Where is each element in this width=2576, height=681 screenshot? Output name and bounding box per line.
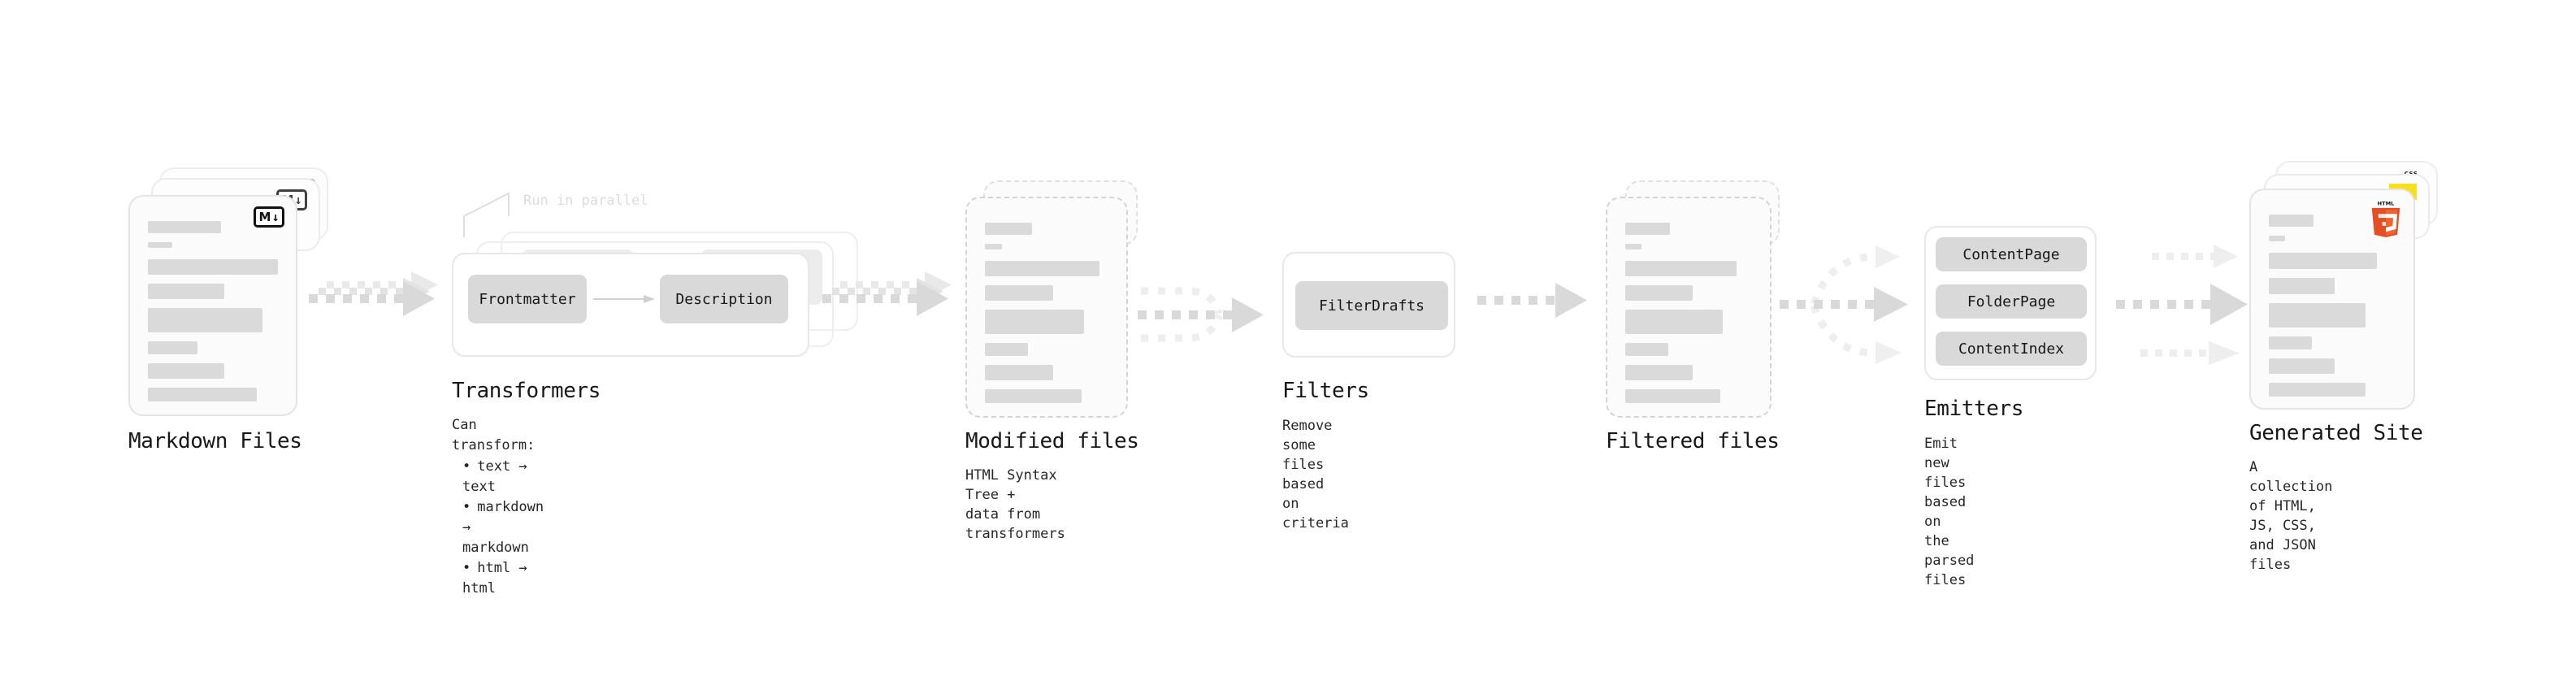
emitters-chip-contentindex[interactable]: ContentIndex (1936, 332, 2087, 366)
emitters-panel: ContentPage FolderPage ContentIndex (1924, 226, 2097, 380)
emitters-chip-folderpage[interactable]: FolderPage (1936, 284, 2087, 319)
modified-placeholder-lines (985, 223, 1108, 412)
filtered-files-title: Filtered files (1606, 429, 1780, 453)
generated-site-title: Generated Site (2249, 421, 2423, 445)
transformers-chip-frontmatter[interactable]: Frontmatter (468, 275, 587, 323)
svg-text:HTML: HTML (2378, 201, 2395, 207)
markdown-placeholder-lines (148, 221, 278, 410)
transformers-title: Transformers (452, 379, 601, 403)
transformers-bullet-item: markdown → markdown (462, 497, 544, 558)
emitters-title: Emitters (1924, 397, 2024, 421)
transformers-inner-arrow (593, 295, 655, 303)
connector-filters-to-filtered (1477, 283, 1587, 318)
connector-transformers-to-modified (822, 271, 952, 316)
connector-markdown-to-transformers (309, 271, 438, 316)
filters-subtitle: Remove some files based on criteria (1282, 418, 1349, 531)
filters-chip-filterdrafts[interactable]: FilterDrafts (1295, 281, 1448, 330)
site-card-front: HTML (2249, 189, 2415, 410)
modified-card-front (965, 197, 1128, 418)
modified-files-subtitle: HTML Syntax Tree + data from transformer… (965, 467, 1065, 542)
markdown-card-front: M↓ (128, 195, 297, 416)
filters-panel: FilterDrafts (1282, 252, 1455, 358)
modified-files-title: Modified files (965, 429, 1139, 453)
transformers-bullets-head: Can transform: (452, 417, 536, 453)
connector-filtered-to-emitters (1780, 245, 1908, 364)
filtered-placeholder-lines (1625, 223, 1752, 412)
generated-site-subtitle: A collection of HTML, JS, CSS, and JSON … (2249, 459, 2333, 573)
html5-icon: HTML (2368, 200, 2404, 237)
connector-emitters-to-site (2116, 245, 2248, 365)
connector-modified-to-filters (1138, 287, 1264, 342)
filters-title: Filters (1282, 379, 1369, 403)
markdown-icon: M↓ (254, 206, 284, 228)
transformers-bullets: Can transform: text → text markdown → ma… (452, 415, 544, 599)
markdown-files-title: Markdown Files (128, 429, 302, 453)
emitters-subtitle: Emit new files based on the parsed files (1924, 436, 1975, 588)
transformers-bullet-item: html → html (462, 558, 544, 599)
filtered-card-front (1606, 197, 1772, 418)
transformers-bullet-item: text → text (462, 457, 544, 497)
site-placeholder-lines (2269, 215, 2396, 406)
run-in-parallel-label: Run in parallel (523, 193, 648, 209)
emitters-chip-contentpage[interactable]: ContentPage (1936, 237, 2087, 271)
run-in-parallel-leader (463, 192, 510, 237)
transformers-chip-description[interactable]: Description (660, 275, 788, 323)
transformers-panel-front: Frontmatter Description (452, 253, 809, 357)
